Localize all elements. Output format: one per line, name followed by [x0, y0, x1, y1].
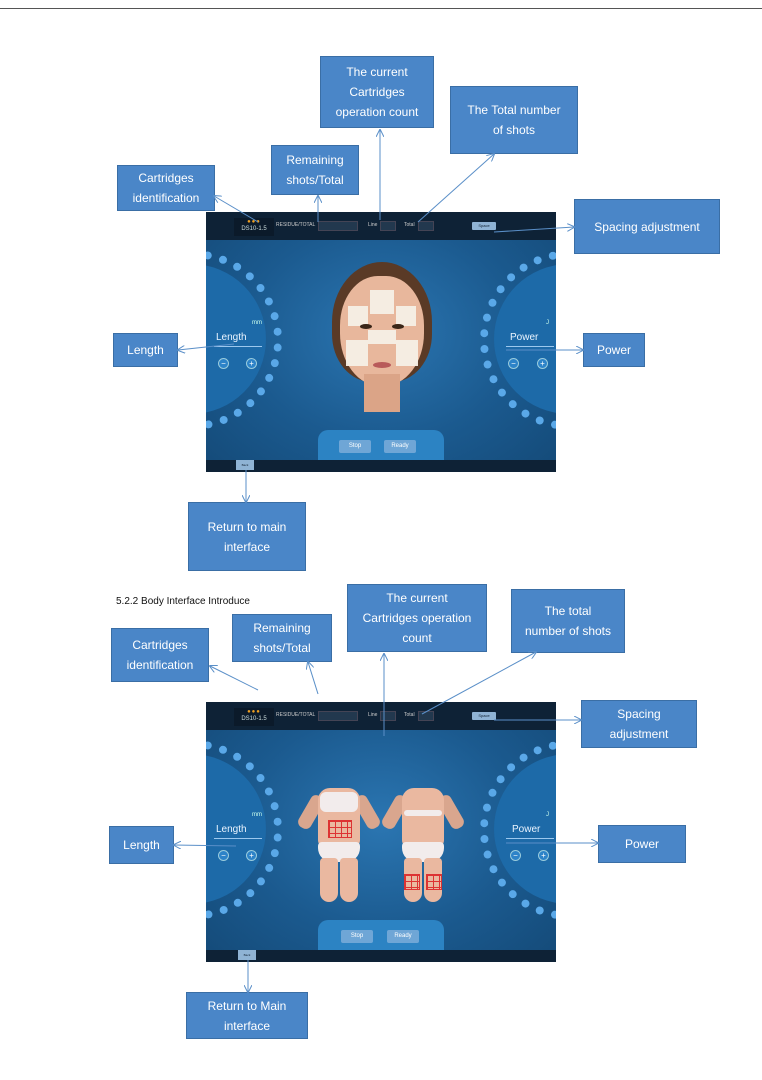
length-unit: mm	[252, 320, 262, 326]
line-field	[380, 711, 396, 721]
plus-icon[interactable]: +	[246, 358, 257, 369]
residue-field	[318, 221, 358, 231]
total-label: Total	[404, 222, 415, 228]
length-underline	[214, 838, 262, 839]
plus-icon[interactable]: +	[537, 358, 548, 369]
power-label: Power	[512, 824, 541, 835]
callout-cartridges-id: Cartridges identification	[117, 165, 215, 211]
stop-button[interactable]: Stop	[339, 440, 371, 453]
ready-button[interactable]: Ready	[384, 440, 416, 453]
face-image	[326, 262, 438, 412]
body-interface-screen: ●●● DS10-1.5 RESIDUE/TOTAL Line Total Sp…	[206, 702, 556, 962]
length-label: Length	[216, 332, 247, 343]
callout-total-shots: The Total number of shots	[450, 86, 578, 154]
indicator-dots-icon: ●●●	[247, 709, 261, 715]
residue-label: RESIDUE/TOTAL	[276, 712, 316, 718]
callout-spacing: Spacing adjustment	[574, 199, 720, 254]
plus-icon[interactable]: +	[246, 850, 257, 861]
callout-cartridges-id: Cartridges identification	[111, 628, 209, 682]
length-label: Length	[216, 824, 247, 835]
body-front-image	[295, 782, 383, 902]
total-label: Total	[404, 712, 415, 718]
callout-remaining: Remaining shots/Total	[232, 614, 332, 662]
callout-total-shots: The total number of shots	[511, 589, 625, 653]
face-interface-screen: ●●● DS10-1.5 RESIDUE/TOTAL Line Total Sp…	[206, 212, 556, 472]
body-back-image	[379, 782, 467, 902]
callout-power: Power	[598, 825, 686, 863]
callout-length: Length	[113, 333, 178, 367]
minus-icon[interactable]: −	[218, 358, 229, 369]
power-underline	[506, 346, 554, 347]
main-area: mm Length − + J Power − + Stop Ready	[206, 240, 556, 472]
footer-strip	[206, 460, 556, 472]
length-underline	[214, 346, 262, 347]
callout-return: Return to Main interface	[186, 992, 308, 1039]
spacing-button[interactable]: Space	[472, 222, 496, 230]
stop-button[interactable]: Stop	[341, 930, 373, 943]
minus-icon[interactable]: −	[510, 850, 521, 861]
section-heading: 5.2.2 Body Interface Introduce	[116, 596, 250, 607]
cartridge-id-box: ●●● DS10-1.5	[234, 218, 274, 236]
back-button[interactable]: Back	[238, 950, 256, 960]
main-area: mm Length − + J Power − +	[206, 730, 556, 962]
plus-icon[interactable]: +	[538, 850, 549, 861]
line-field	[380, 221, 396, 231]
ready-button[interactable]: Ready	[387, 930, 419, 943]
cartridge-code: DS10-1.5	[241, 716, 267, 722]
power-unit: J	[546, 812, 549, 818]
power-label: Power	[510, 332, 539, 343]
callout-spacing: Spacing adjustment	[581, 700, 697, 748]
top-bar: ●●● DS10-1.5 RESIDUE/TOTAL Line Total Sp…	[206, 702, 556, 730]
residue-field	[318, 711, 358, 721]
indicator-dots-icon: ●●●	[247, 219, 261, 225]
power-underline	[506, 838, 554, 839]
residue-label: RESIDUE/TOTAL	[276, 222, 316, 228]
cartridge-code: DS10-1.5	[241, 226, 267, 232]
callout-current-count: The current Cartridges operation count	[320, 56, 434, 128]
top-bar: ●●● DS10-1.5 RESIDUE/TOTAL Line Total Sp…	[206, 212, 556, 240]
cartridge-id-box: ●●● DS10-1.5	[234, 708, 274, 726]
power-unit: J	[546, 320, 549, 326]
minus-icon[interactable]: −	[508, 358, 519, 369]
spacing-button[interactable]: Space	[472, 712, 496, 720]
callout-remaining: Remaining shots/Total	[271, 145, 359, 195]
line-label: Line	[368, 222, 378, 228]
page-top-rule	[0, 8, 762, 9]
callout-power: Power	[583, 333, 645, 367]
back-button[interactable]: Back	[236, 460, 254, 470]
footer-strip	[206, 950, 556, 962]
total-field	[418, 221, 434, 231]
length-unit: mm	[252, 812, 262, 818]
callout-length: Length	[109, 826, 174, 864]
minus-icon[interactable]: −	[218, 850, 229, 861]
line-label: Line	[368, 712, 378, 718]
callout-current-count: The current Cartridges operation count	[347, 584, 487, 652]
